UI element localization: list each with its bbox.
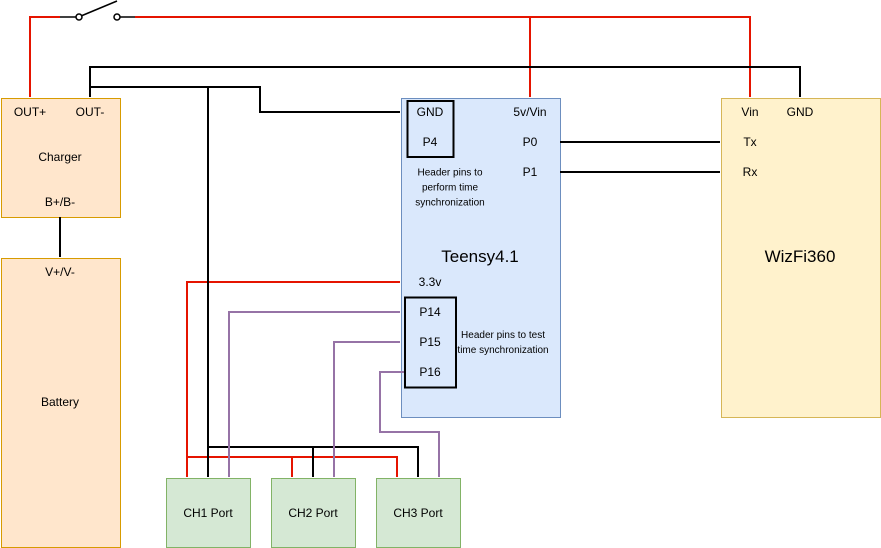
sync-header-outline (406, 100, 455, 158)
test-header-note: Header pins to test time synchronization (457, 330, 549, 356)
ground-wire-port-bus (208, 446, 419, 477)
teensy-title: Teensy4.1 (441, 247, 519, 266)
wizfi-module (720, 97, 881, 418)
teensy-p0-label: P0 (522, 135, 538, 149)
battery-pins-label: V+/V- (45, 265, 75, 279)
charger-title: Charger (38, 150, 82, 164)
charger-batt-pins-label: B+/B- (44, 195, 76, 209)
ch1-port-label: CH1 Port (183, 505, 233, 520)
teensy-vin-label: 5v/Vin (513, 105, 547, 119)
battery-title: Battery (40, 395, 80, 409)
switch-lever (80, 0, 118, 17)
teensy-3v3-label: 3.3v (418, 275, 442, 289)
ch2-port: CH2 Port (270, 477, 356, 548)
teensy-p16-label: P16 (419, 365, 441, 379)
battery-module (0, 257, 121, 548)
teensy-p15-label: P15 (419, 335, 441, 349)
sync-header-note: Header pins to perform time synchronizat… (415, 167, 485, 209)
power-wire-3v3 (186, 281, 400, 477)
teensy-p4-label: P4 (422, 135, 438, 149)
wizfi-title: WizFi360 (764, 247, 836, 266)
charger-out-plus-label: OUT+ (13, 105, 47, 119)
charger-module (0, 97, 121, 218)
teensy-module (400, 97, 561, 418)
signal-wire-p15 (333, 341, 400, 477)
switch-terminal-left (75, 13, 83, 21)
power-wire-switch-out (135, 16, 751, 97)
wizfi-vin-label: Vin (741, 105, 759, 119)
power-wire-charger-out (29, 16, 60, 97)
teensy-p14-label: P14 (419, 305, 441, 319)
ground-wire-wizfi (89, 66, 801, 97)
ground-wire-teensy (90, 86, 400, 113)
ch2-port-label: CH2 Port (288, 505, 338, 520)
power-switch (60, 0, 135, 21)
ch1-port: CH1 Port (165, 477, 251, 548)
wizfi-rx-label: Rx (742, 165, 758, 179)
wizfi-gnd-label: GND (786, 105, 814, 119)
ch3-port: CH3 Port (375, 477, 461, 548)
switch-terminal-right (113, 13, 121, 21)
charger-out-minus-label: OUT- (75, 105, 105, 119)
teensy-p1-label: P1 (522, 165, 538, 179)
test-header-outline (404, 296, 457, 389)
signal-wire-p16 (379, 371, 440, 477)
ch3-port-label: CH3 Port (393, 505, 443, 520)
power-wire-port-bus (187, 456, 398, 477)
signal-wire-p14 (228, 311, 400, 477)
teensy-gnd-label: GND (416, 105, 444, 119)
wizfi-tx-label: Tx (743, 135, 757, 149)
